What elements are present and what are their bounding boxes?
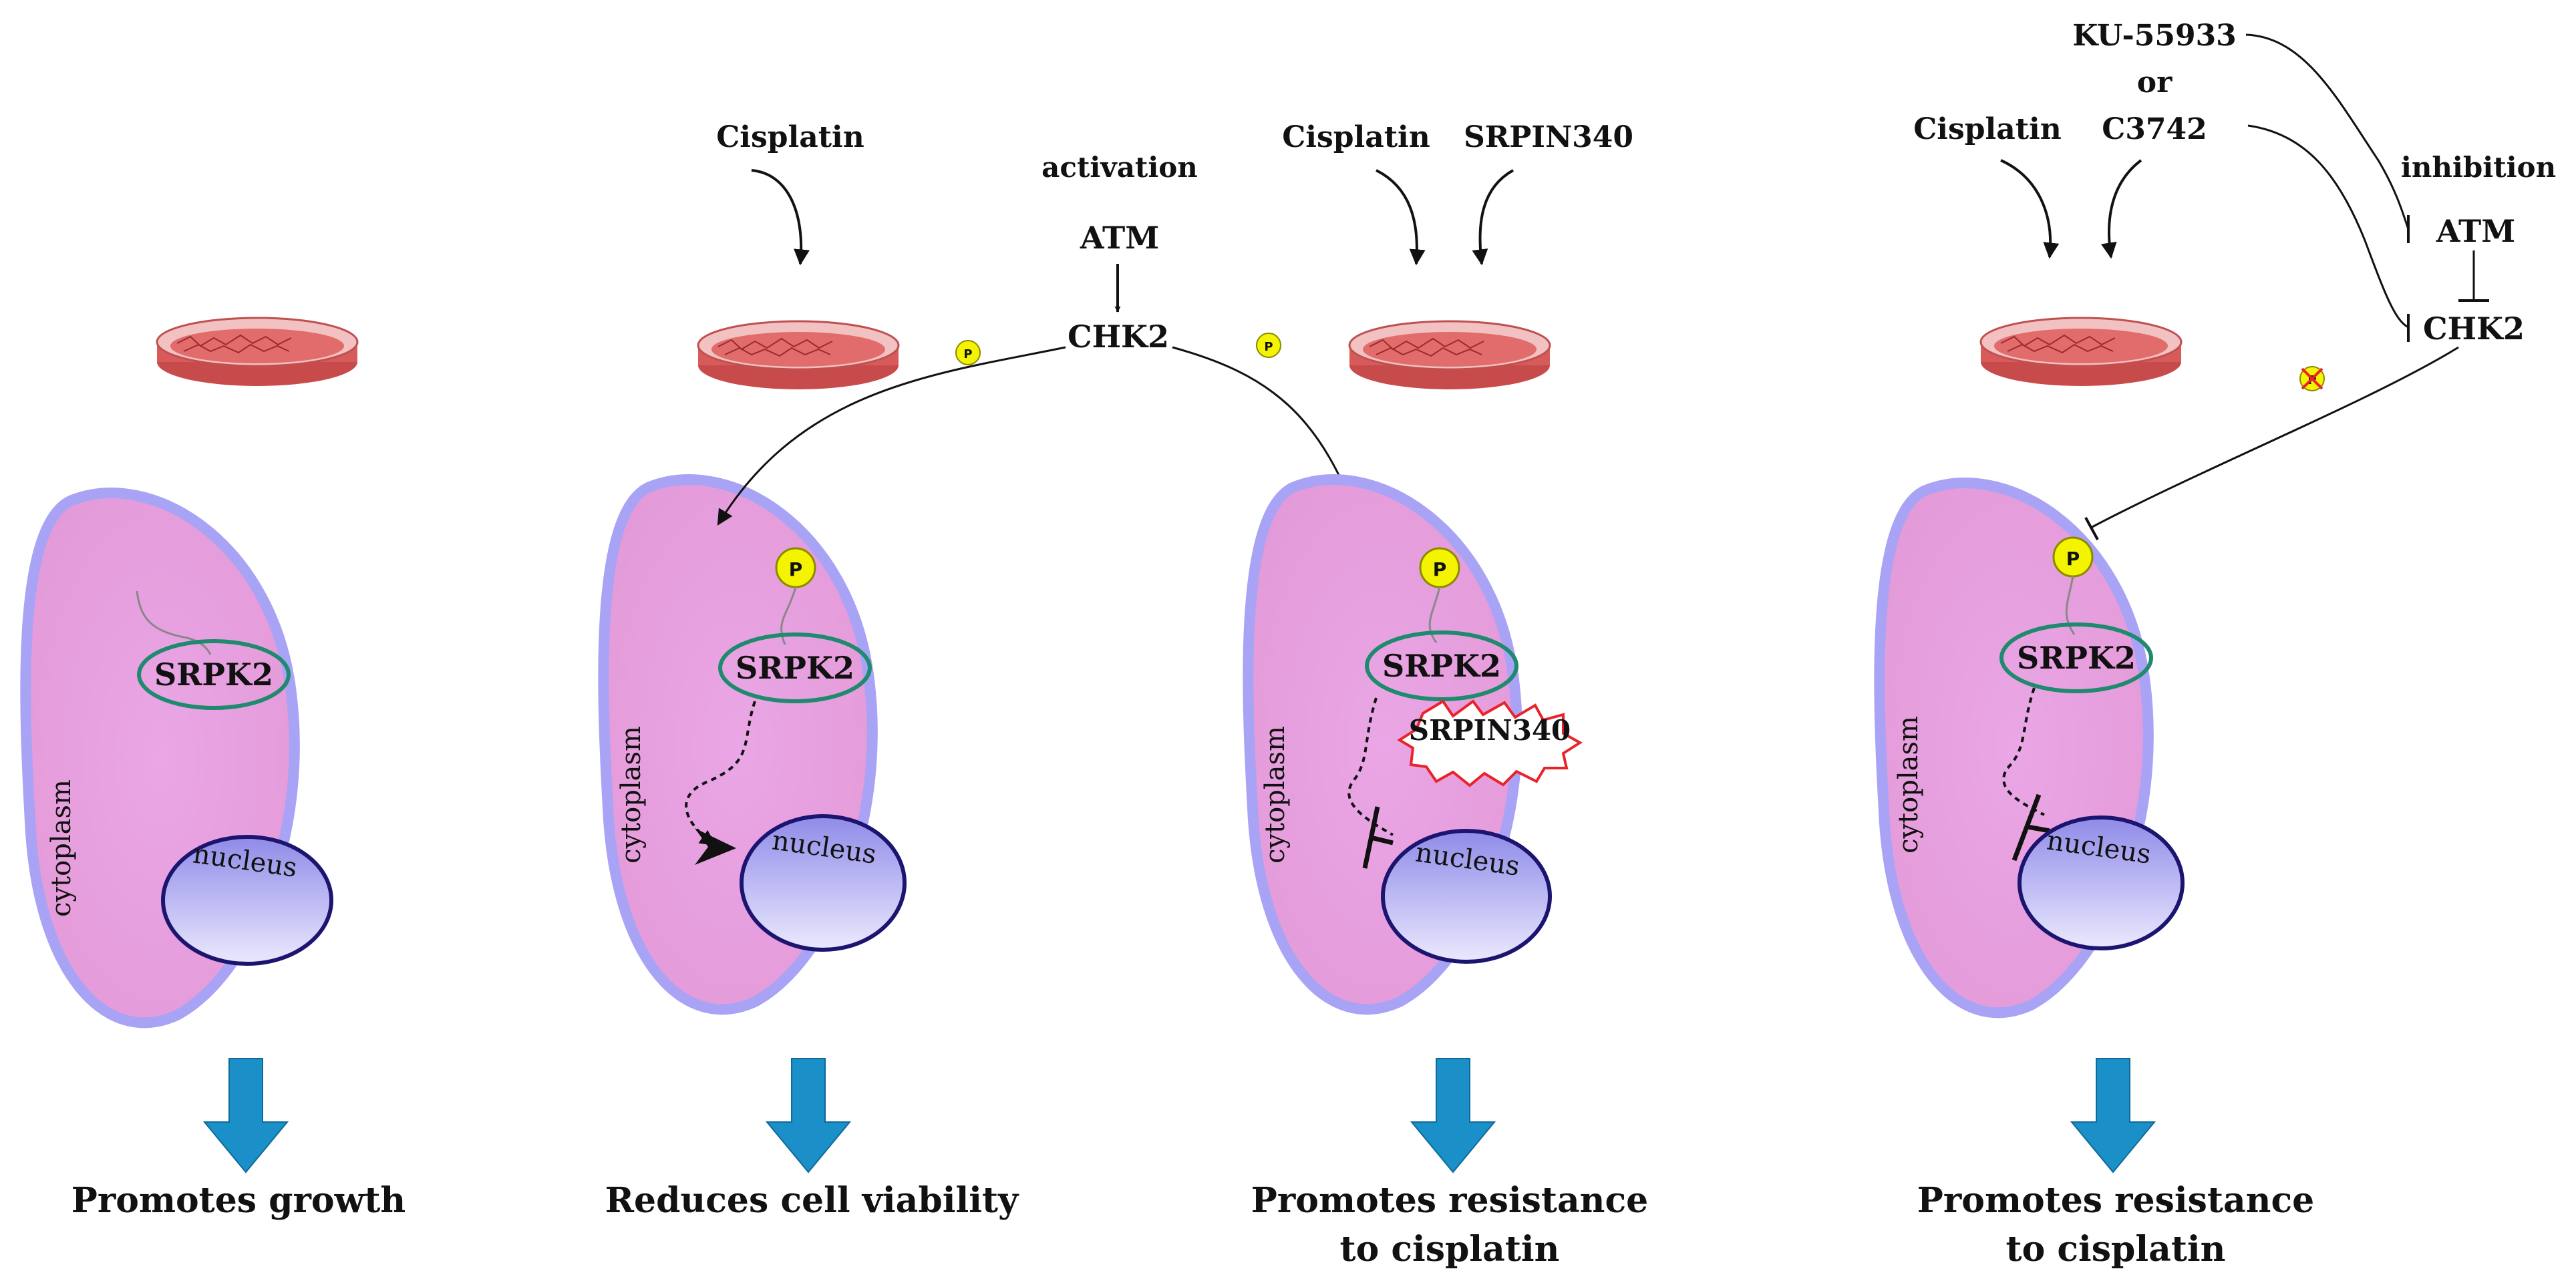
cisplatin-arrow xyxy=(751,169,810,266)
atm-label: ATM xyxy=(1080,220,1159,256)
inhibitor-arrow xyxy=(2100,159,2142,259)
srpk2-ellipse xyxy=(1999,622,2153,693)
nucleus xyxy=(2018,815,2185,950)
inhibit-line xyxy=(2002,687,2045,816)
outcome-caption-3-line-1: Promotes resistance xyxy=(1251,1180,1648,1221)
culture-dish xyxy=(156,317,359,387)
ku-label: KU-55933 xyxy=(2072,19,2237,53)
inhibit-stem xyxy=(1370,835,1394,846)
srpk2-ellipse xyxy=(1365,630,1518,701)
srpin340-label: SRPIN340 xyxy=(1464,120,1633,154)
activation-pathway: activation ATM CHK2 P P xyxy=(717,151,1366,536)
srpk2-label: SRPK2 xyxy=(736,650,854,686)
culture-dish xyxy=(1979,317,2183,387)
cytoplasm-label: cytoplasm xyxy=(616,726,647,864)
c3742-label: C3742 xyxy=(2102,112,2207,146)
srpin340-arrow xyxy=(1472,169,1514,266)
srpk2-tail xyxy=(780,586,797,645)
phospho-label: P xyxy=(963,347,972,361)
nucleus xyxy=(161,835,333,966)
srpk2-tail xyxy=(136,590,212,655)
inhibition-label: inhibition xyxy=(2401,151,2556,184)
or-label: or xyxy=(2137,65,2172,100)
chk2-to-srpk2-blocked xyxy=(2090,346,2459,529)
chk2-to-srpk2-left-arrow xyxy=(717,346,1066,526)
srpk2-tail xyxy=(1428,586,1441,643)
outcome-caption-4-line-1: Promotes resistance xyxy=(1917,1180,2314,1221)
cytoplasm-label: cytoplasm xyxy=(1260,726,1291,864)
panel-1: SRPK2 cytoplasm nucleus xyxy=(25,317,359,1023)
srpin340-burst xyxy=(1397,699,1583,787)
panel-4: Cisplatin KU-55933 or C3742 inhibition A… xyxy=(1879,19,2556,1013)
srpk2-label: SRPK2 xyxy=(154,657,273,693)
srpk2-label: SRPK2 xyxy=(2017,640,2136,676)
nucleus xyxy=(740,814,907,952)
culture-dish xyxy=(1348,320,1551,391)
panel-3: Cisplatin SRPIN340 P SRPK2 SRPIN340 cyto… xyxy=(1248,120,1633,1009)
srpk2-ellipse xyxy=(718,632,872,703)
srpin340-bound-label: SRPIN340 xyxy=(1409,714,1571,747)
phospho-badge xyxy=(1256,333,1281,358)
inhibit-bar xyxy=(2011,793,2042,862)
c3742-to-chk2-inhibit xyxy=(2247,124,2409,329)
chk2-label: CHK2 xyxy=(1068,319,1169,355)
chk2-label: CHK2 xyxy=(2423,311,2525,347)
cisplatin-label: Cisplatin xyxy=(1282,120,1430,154)
srpk2-tail xyxy=(2065,576,2076,635)
activation-label: activation xyxy=(1041,151,1198,184)
blocked-bar xyxy=(2084,517,2099,540)
outcome-arrow xyxy=(765,1058,852,1173)
outcomes: Promotes growth Reduces cell viability P… xyxy=(71,1058,2314,1270)
promote-arrow xyxy=(685,701,756,846)
culture-dish xyxy=(697,320,900,391)
nucleus xyxy=(1381,829,1552,964)
blocked-cross-icon xyxy=(2301,367,2323,390)
outcome-arrow xyxy=(1410,1058,1496,1173)
phospho-badge xyxy=(955,340,981,365)
outcome-caption-2: Reduces cell viability xyxy=(605,1180,1019,1221)
cytoplasm-label: cytoplasm xyxy=(1893,716,1924,854)
inhibit-line xyxy=(1347,697,1394,836)
outcome-caption-1: Promotes growth xyxy=(71,1180,406,1221)
cisplatin-arrow xyxy=(2000,159,2060,259)
cisplatin-arrow xyxy=(1376,169,1426,266)
srpk2-ellipse xyxy=(137,639,291,710)
outcome-caption-4-line-2: to cisplatin xyxy=(2006,1229,2226,1270)
srpk2-label: SRPK2 xyxy=(1382,648,1501,684)
panel-2: Cisplatin P SRPK2 cytoplasm nucleus xyxy=(603,120,907,1009)
cytoplasm-label: cytoplasm xyxy=(46,779,77,917)
cisplatin-label: Cisplatin xyxy=(716,120,864,154)
phospho-label: P xyxy=(1264,340,1273,354)
promote-arrowhead xyxy=(695,828,736,865)
phospho-label: P xyxy=(1433,558,1447,580)
outcome-arrow xyxy=(2070,1058,2156,1173)
atm-label: ATM xyxy=(2436,213,2515,249)
phospho-label: P xyxy=(2066,548,2080,570)
cisplatin-label: Cisplatin xyxy=(1913,112,2062,146)
outcome-caption-3-line-2: to cisplatin xyxy=(1340,1229,1560,1270)
phospho-label: P xyxy=(789,558,803,580)
outcome-arrow xyxy=(202,1058,289,1173)
ku-to-atm-inhibit xyxy=(2245,33,2410,230)
inhibit-stem xyxy=(2027,824,2050,834)
